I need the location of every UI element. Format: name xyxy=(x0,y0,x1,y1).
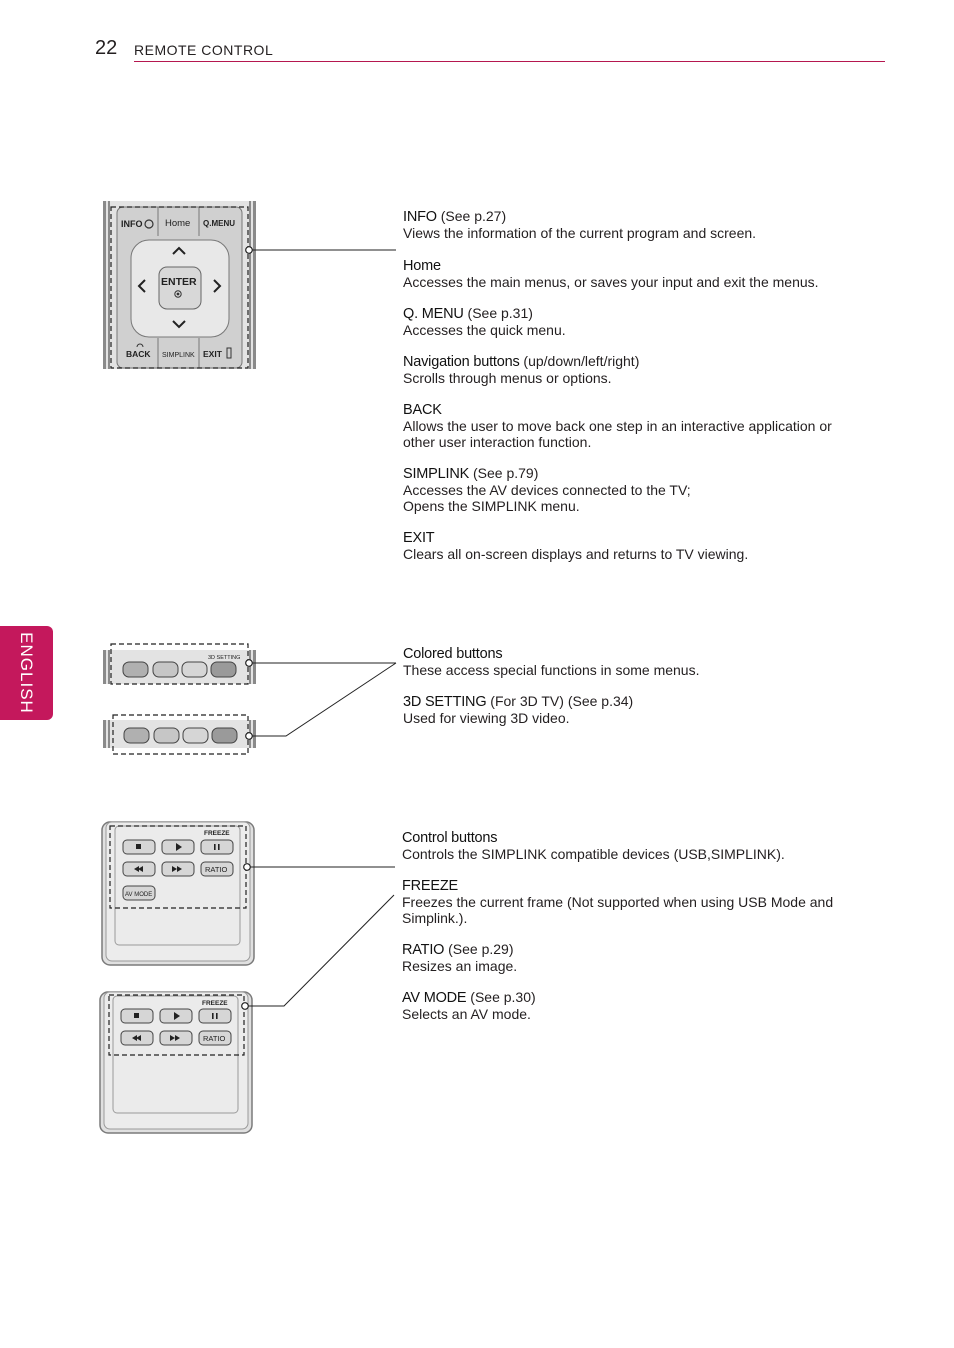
desc-exit: EXIT Clears all on-screen displays and r… xyxy=(403,530,749,562)
remote-nav-area: INFO Home Q.MENU ENTER BACK SIMPLINK EXI… xyxy=(103,201,396,369)
freeze-key-label: FREEZE xyxy=(204,830,230,837)
qmenu-key-label: Q.MENU xyxy=(203,219,235,228)
page-header-title: REMOTE CONTROL xyxy=(134,42,274,58)
desc-av-mode: AV MODE (See p.30) Selects an AV mode. xyxy=(402,989,536,1022)
ratio-key-label: RATIO xyxy=(205,865,228,874)
remote-colored-buttons-3d: 3D SETTING xyxy=(103,643,396,685)
freeze-key-label-2: FREEZE xyxy=(202,1000,228,1007)
simplink-key-label: SIMPLINK xyxy=(162,352,195,359)
remote-control-buttons: FREEZE RATIO xyxy=(99,894,395,1134)
desc-info: INFO (See p.27) Views the information of… xyxy=(403,208,757,241)
3d-setting-key-label: 3D SETTING xyxy=(208,655,240,661)
desc-ratio: RATIO (See p.29) Resizes an image. xyxy=(402,941,518,974)
language-tab: ENGLISH xyxy=(0,626,53,720)
desc-control-buttons: Control buttons Controls the SIMPLINK co… xyxy=(402,830,785,862)
ratio-key-label-2: RATIO xyxy=(203,1034,226,1043)
desc-navigation: Navigation buttons (up/down/left/right) … xyxy=(403,353,640,386)
exit-key-label: EXIT xyxy=(203,349,223,359)
desc-freeze: FREEZE Freezes the current frame (Not su… xyxy=(402,878,834,926)
remote-colored-buttons xyxy=(103,662,397,755)
back-key-label: BACK xyxy=(126,349,151,359)
desc-colored-buttons: Colored buttons These access special fun… xyxy=(403,646,700,678)
info-key-label: INFO xyxy=(121,219,143,229)
remote-control-buttons-avmode: FREEZE RATIO AV MODE xyxy=(101,821,395,966)
av-mode-key-label: AV MODE xyxy=(125,892,152,898)
page-number: 22 xyxy=(95,37,118,59)
desc-simplink: SIMPLINK (See p.79) Accesses the AV devi… xyxy=(403,465,691,514)
desc-3d-setting: 3D SETTING (For 3D TV) (See p.34) Used f… xyxy=(403,693,634,726)
desc-home: Home Accesses the main menus, or saves y… xyxy=(403,258,819,290)
desc-qmenu: Q. MENU (See p.31) Accesses the quick me… xyxy=(403,305,566,338)
enter-key-label: ENTER xyxy=(161,276,197,288)
color-descriptions: Colored buttons These access special fun… xyxy=(403,645,883,726)
control-descriptions: Control buttons Controls the SIMPLINK co… xyxy=(402,829,884,1022)
nav-descriptions: INFO (See p.27) Views the information of… xyxy=(403,208,883,562)
header-divider xyxy=(134,61,885,62)
home-key-label: Home xyxy=(165,218,190,229)
desc-back: BACK Allows the user to move back one st… xyxy=(403,402,832,450)
